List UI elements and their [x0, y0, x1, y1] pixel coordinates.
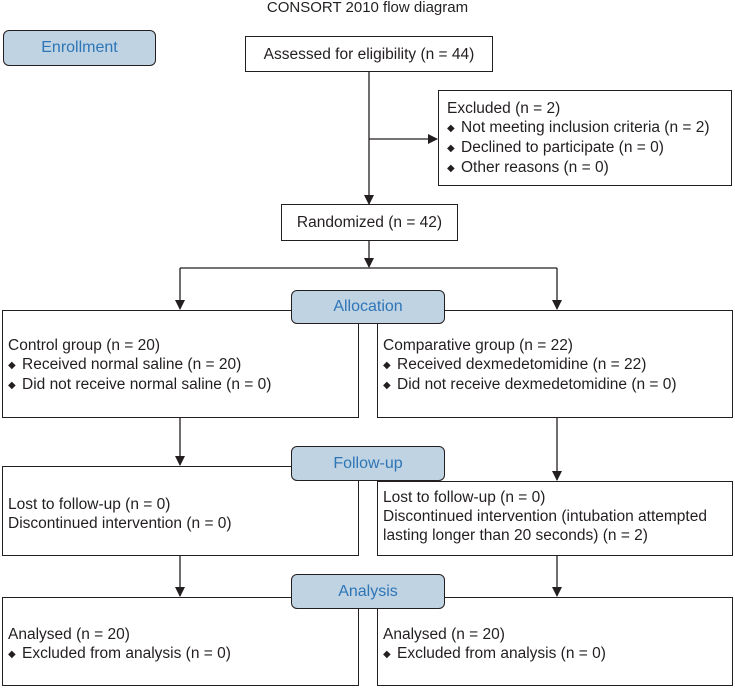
list-item: ◆Not meeting inclusion criteria (n = 2) [447, 119, 710, 136]
followup-line: Discontinued intervention (intubation at… [383, 508, 707, 525]
list-item: ◆Received dexmedetomidine (n = 22) [383, 356, 647, 373]
diamond-bullet-icon: ◆ [383, 360, 391, 371]
list-item: ◆Received normal saline (n = 20) [8, 356, 242, 373]
excluded-heading: Excluded (n = 2) [447, 100, 561, 117]
stage-analysis: Analysis [291, 574, 445, 609]
stage-allocation: Allocation [291, 290, 445, 324]
diamond-bullet-icon: ◆ [8, 360, 16, 371]
stage-analysis-label: Analysis [338, 582, 398, 600]
control-allocation-box: Control group (n = 20) ◆Received normal … [2, 310, 359, 418]
list-item: ◆Declined to participate (n = 0) [447, 139, 664, 156]
comparative-allocation-box: Comparative group (n = 22) ◆Received dex… [377, 310, 733, 418]
control-analysis-heading: Analysed (n = 20) [8, 626, 130, 643]
comparative-analysis-heading: Analysed (n = 20) [383, 626, 505, 643]
list-item: ◆Did not receive normal saline (n = 0) [8, 376, 272, 393]
control-followup-box: Lost to follow-up (n = 0) Discontinued i… [2, 466, 359, 556]
comparative-allocation-heading: Comparative group (n = 22) [383, 337, 573, 354]
stage-followup-label: Follow-up [333, 454, 403, 472]
assessed-box: Assessed for eligibility (n = 44) [245, 36, 493, 72]
diamond-bullet-icon: ◆ [8, 649, 16, 660]
stage-enrollment-label: Enrollment [41, 39, 118, 56]
comparative-followup-box: Lost to follow-up (n = 0) Discontinued i… [377, 481, 733, 556]
diamond-bullet-icon: ◆ [447, 143, 455, 154]
diamond-bullet-icon: ◆ [8, 380, 16, 391]
randomized-text: Randomized (n = 42) [296, 214, 443, 231]
diamond-bullet-icon: ◆ [383, 380, 391, 391]
followup-line: Lost to follow-up (n = 0) [383, 489, 546, 506]
followup-line: Lost to follow-up (n = 0) [8, 496, 171, 513]
diamond-bullet-icon: ◆ [447, 163, 455, 174]
list-item: ◆Excluded from analysis (n = 0) [383, 645, 606, 662]
control-allocation-heading: Control group (n = 20) [8, 337, 161, 354]
list-item: ◆Did not receive dexmedetomidine (n = 0) [383, 376, 677, 393]
list-item: ◆Excluded from analysis (n = 0) [8, 645, 231, 662]
assessed-text: Assessed for eligibility (n = 44) [263, 45, 475, 63]
control-analysis-box: Analysed (n = 20) ◆Excluded from analysi… [2, 597, 359, 686]
randomized-box: Randomized (n = 42) [281, 204, 458, 241]
followup-line: lasting longer than 20 seconds) (n = 2) [383, 527, 648, 544]
list-item: ◆Other reasons (n = 0) [447, 159, 609, 176]
excluded-box: Excluded (n = 2) ◆Not meeting inclusion … [438, 90, 732, 186]
diagram-title: CONSORT 2010 flow diagram [266, 0, 469, 16]
stage-enrollment: Enrollment [3, 30, 156, 66]
stage-followup: Follow-up [291, 446, 445, 481]
diamond-bullet-icon: ◆ [383, 649, 391, 660]
comparative-analysis-box: Analysed (n = 20) ◆Excluded from analysi… [377, 597, 733, 686]
stage-allocation-label: Allocation [333, 298, 403, 315]
diamond-bullet-icon: ◆ [447, 123, 455, 134]
followup-line: Discontinued intervention (n = 0) [8, 515, 232, 532]
